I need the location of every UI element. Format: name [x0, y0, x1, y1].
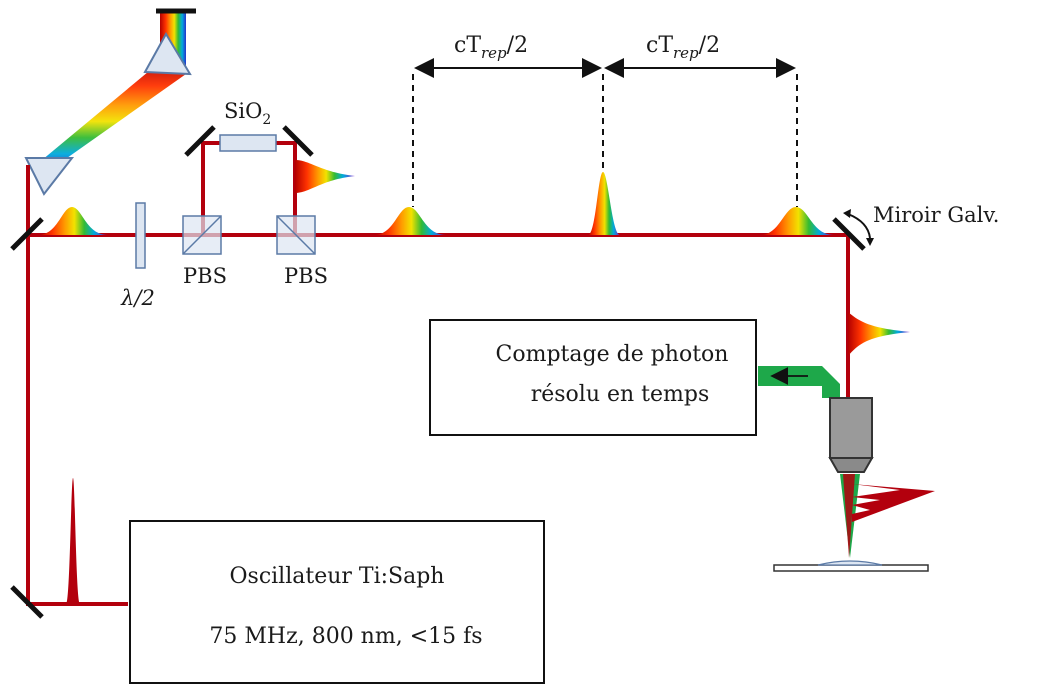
focus-pulse-spikes	[852, 474, 935, 522]
counting-subtitle: résolu en temps	[531, 382, 710, 407]
pulse-vertical	[848, 312, 910, 356]
counting-box	[429, 319, 757, 436]
pbs-cube-right	[276, 215, 316, 255]
oscillator-specs: 75 MHz, 800 nm, <15 fs	[209, 624, 482, 649]
half-wave-plate	[135, 202, 146, 269]
oscillator-pulse	[66, 478, 80, 604]
mirror-left-top	[10, 217, 44, 251]
sio2-label: SiO2	[224, 99, 271, 128]
microscope-objective	[828, 397, 874, 473]
pulse-2-compressed	[588, 172, 620, 235]
oscillator-title: Oscillateur Ti:Saph	[230, 564, 445, 589]
galvo-arrow-head-bottom	[866, 238, 874, 246]
fluorescence-path	[758, 366, 840, 398]
oscillator-box	[129, 520, 545, 684]
focused-beam-red	[843, 474, 855, 558]
galvo-arrow-head-top	[843, 209, 851, 218]
counting-title: Comptage de photon	[496, 342, 729, 367]
sample-drop	[817, 560, 883, 566]
mirror-delay-left	[184, 125, 216, 157]
mirror-left-bottom	[10, 585, 44, 619]
pbs-left-label: PBS	[183, 264, 227, 288]
pulse-delayed	[295, 160, 355, 193]
delay-label-right: cTrep/2	[646, 33, 720, 62]
pulse-1	[374, 207, 446, 235]
half-wave-plate-label: λ/2	[120, 286, 155, 310]
galvo-mirror	[832, 217, 866, 251]
pulse-3	[760, 207, 834, 235]
prism-left	[24, 157, 75, 196]
pbs-right-label: PBS	[284, 264, 328, 288]
galvo-rotation-arrow	[847, 213, 871, 239]
sample-slide	[773, 564, 929, 572]
mirror-delay-right	[282, 125, 314, 157]
dispersed-beam-diagonal	[42, 62, 186, 170]
sio2-block	[219, 134, 277, 152]
pulse-after-mirror	[38, 207, 108, 235]
prism-top	[143, 31, 192, 76]
pbs-cube-left	[182, 215, 222, 255]
galvo-mirror-label: Miroir Galv.	[873, 203, 999, 227]
delay-label-left: cTrep/2	[454, 33, 528, 62]
